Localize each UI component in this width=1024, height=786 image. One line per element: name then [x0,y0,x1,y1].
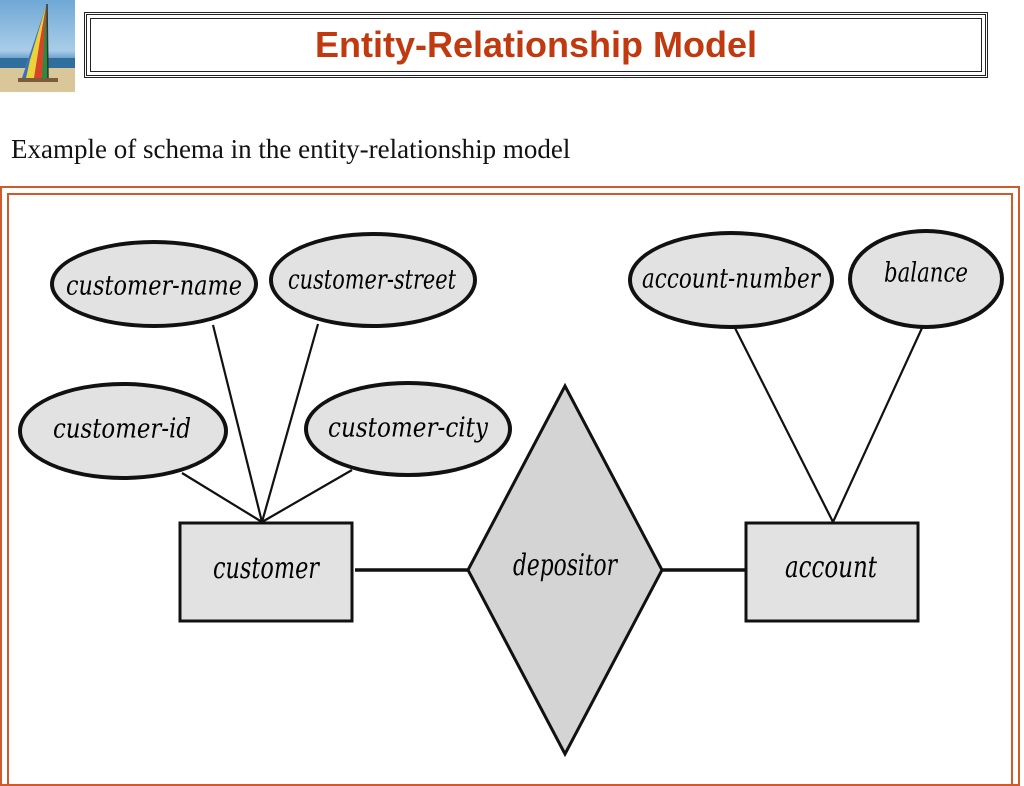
title-box: Entity-Relationship Model [84,12,988,78]
relationship-label: depositor [513,548,618,583]
line-customer-name [211,324,264,523]
line-customer-id [181,472,263,523]
entity-customer: customer [178,521,354,623]
line-account-number [734,327,834,523]
attribute-label: customer-name [66,271,242,302]
connector-lines [181,323,923,523]
line-customer-city [261,469,353,523]
attribute-label: balance [884,258,968,289]
sailboat-logo [0,0,75,92]
sailboat-icon [0,0,75,92]
attribute-account-number: account-number [628,231,834,329]
attribute-customer-city: customer-city [304,381,512,477]
page-title: Entity-Relationship Model [314,24,757,65]
attribute-label: account-number [642,264,822,295]
attribute-customer-id: customer-id [18,382,228,480]
attribute-label: customer-street [288,265,456,296]
attribute-label: customer-id [53,414,191,445]
entity-label: customer [213,551,320,586]
attribute-customer-name: customer-name [50,240,258,328]
attribute-balance: balance [848,229,1004,329]
entity-account: account [744,521,920,623]
attribute-customer-street: customer-street [269,232,477,328]
line-balance [832,327,923,523]
relationship-depositor: depositor [466,382,664,758]
entity-label: account [785,550,878,585]
subtitle: Example of schema in the entity-relation… [11,134,571,164]
attribute-label: customer-city [328,413,489,444]
er-diagram: customer-name customer-street customer-i… [18,229,1004,758]
line-customer-street [260,323,320,523]
